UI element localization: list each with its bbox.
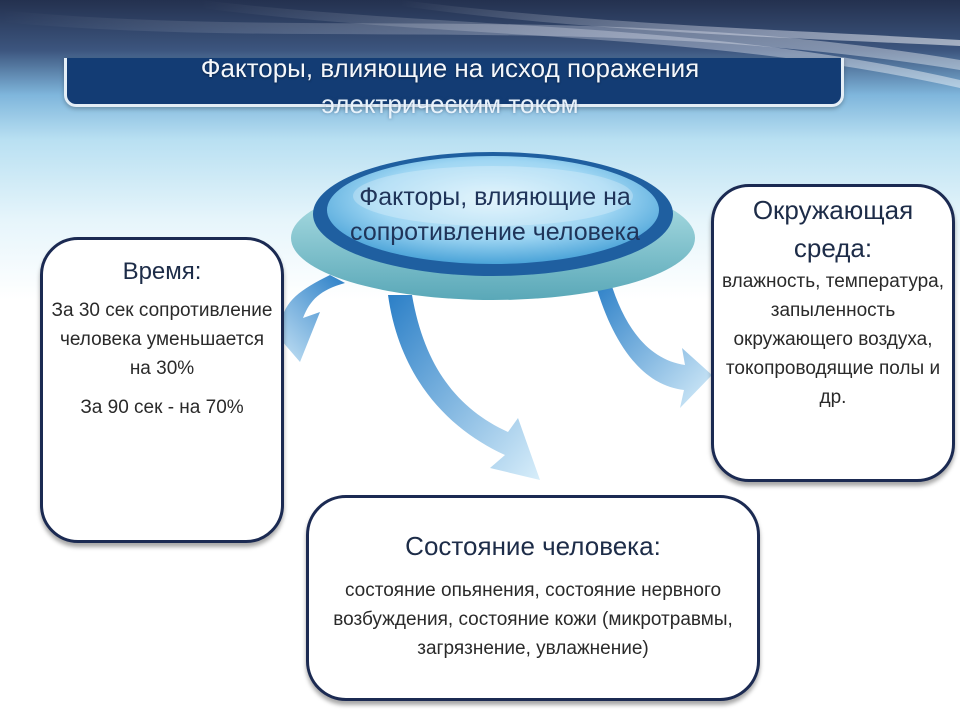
time-paragraph-2: За 90 сек - на 70% [80,397,244,418]
human-state-factor-box: Состояние человека: состояние опьянения,… [306,495,760,701]
header-swoosh-decoration [0,0,960,88]
time-body: За 30 сек сопротивление человека уменьша… [43,296,281,422]
center-label: Факторы, влияющие на сопротивление челов… [350,183,640,246]
arrow-to-state [388,295,540,480]
title-line-2: электрическим током [321,89,579,119]
title-line-1: Факторы, влияющие на исход поражения [200,53,700,83]
environment-heading: Окружающая среда: [752,195,914,263]
time-heading: Время: [122,258,202,285]
human-state-body: состояние опьянения, состояние нервного … [333,580,733,659]
title-bar [64,58,844,107]
arrow-to-environment [596,280,712,408]
slide-title: Факторы, влияющие на исход поражения эле… [80,50,820,122]
time-paragraph-1: За 30 сек сопротивление человека уменьша… [51,300,273,379]
disc-highlight [353,166,633,226]
disc-top [327,156,659,264]
human-state-heading: Состояние человека: [405,531,661,561]
time-factor-box: Время: За 30 сек сопротивление человека … [40,237,284,543]
environment-factor-box: Окружающая среда: влажность, температура… [711,184,955,482]
environment-body: влажность, температура, запыленность окр… [721,271,945,408]
